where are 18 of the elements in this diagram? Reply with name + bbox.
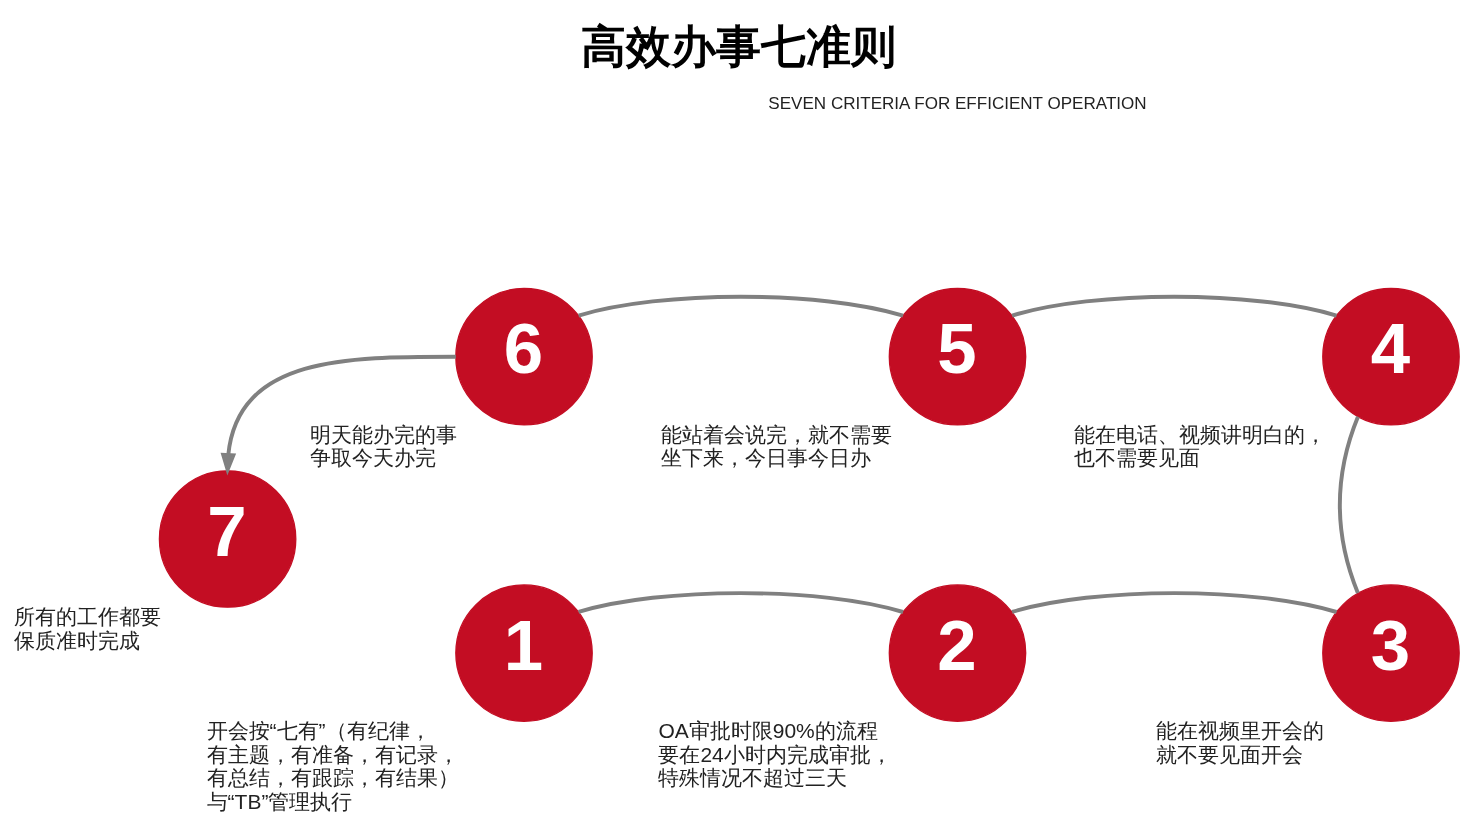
diagram-title: 高效办事七准则 — [581, 21, 897, 71]
connector — [1337, 415, 1360, 594]
node-label: 能在视频里开会的就不要见面开会 — [1156, 718, 1325, 766]
node-label: 明天能办完的事争取今天办完 — [310, 422, 458, 469]
connector — [1011, 294, 1337, 317]
connector — [1011, 590, 1337, 614]
connector — [578, 590, 904, 614]
node-circle: 7 — [158, 469, 297, 608]
arrow — [220, 354, 456, 475]
connector — [578, 294, 904, 317]
label: SEVEN CRITERIA FOR EFFICIENT OPERATION — [768, 93, 1147, 113]
node-circle: 1 — [455, 583, 593, 722]
node-circle: 5 — [888, 287, 1027, 426]
node-circle: 3 — [1322, 583, 1460, 722]
node-circle: 6 — [455, 287, 593, 426]
node-circle: 4 — [1322, 287, 1460, 426]
node-circle: 2 — [888, 583, 1027, 722]
node-label: 所有的工作都要保质准时完成 — [13, 604, 161, 652]
